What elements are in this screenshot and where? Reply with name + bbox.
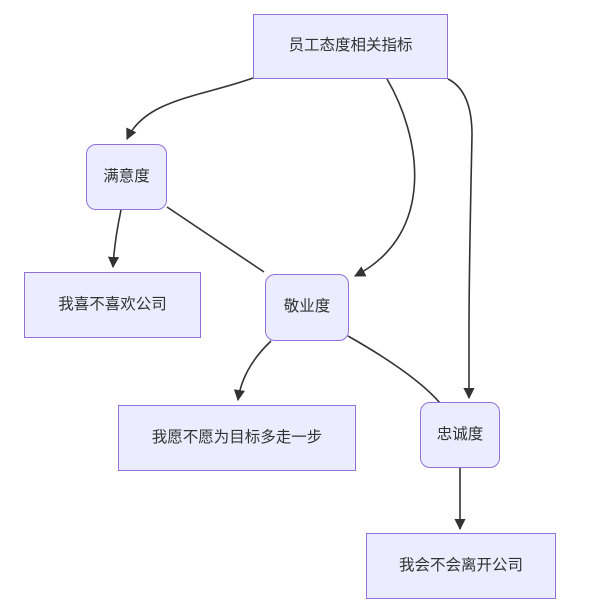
node-indicators: 员工态度相关指标 [253,14,448,79]
node-engagement-label: 敬业度 [283,298,331,316]
edge-engagement-to-loyalty [347,335,441,404]
node-loyalty-label: 忠诚度 [436,425,484,443]
node-leave-company: 我会不会离开公司 [366,533,556,599]
node-like-company-label: 我喜不喜欢公司 [58,295,167,313]
node-satisfaction: 满意度 [86,144,167,210]
node-like-company: 我喜不喜欢公司 [24,272,201,338]
edge-engagement-to-extra-mile [233,340,272,402]
node-leave-company-label: 我会不会离开公司 [398,556,523,574]
node-engagement: 敬业度 [265,274,349,341]
node-indicators-label: 员工态度相关指标 [288,37,413,55]
edge-satisfaction-to-like-company [107,209,122,269]
edge-indicators-to-satisfaction [126,77,254,141]
node-loyalty: 忠诚度 [420,402,500,468]
edge-satisfaction-to-engagement [166,206,265,273]
node-satisfaction-label: 满意度 [103,167,150,185]
node-extra-mile-label: 我愿不愿为目标多走一步 [151,428,323,446]
edge-indicators-to-loyalty [447,78,475,400]
edge-indicators-to-engagement [354,78,416,277]
node-extra-mile: 我愿不愿为目标多走一步 [118,405,356,471]
